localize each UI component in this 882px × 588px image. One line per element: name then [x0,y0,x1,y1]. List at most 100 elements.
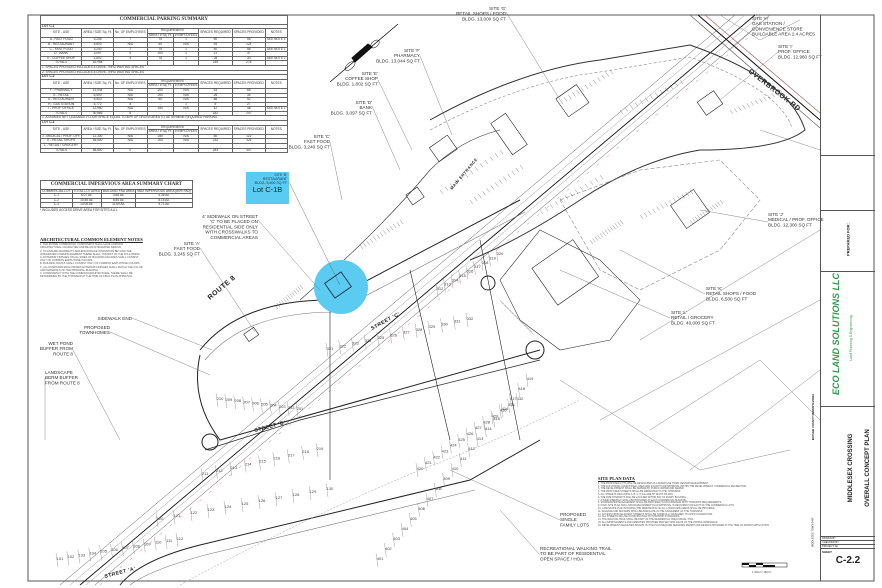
architectural-notes: ARCHITECTURAL COMMON ELEMENT NOTES 1. TH… [40,237,145,279]
lot-number: 212 [216,468,223,473]
lot-number: 313 [444,282,451,287]
lot-number: 122 [191,510,198,515]
site-plan-item: 7. A WIDE SIDEWALK SHALL BE PROVIDED AT … [598,498,688,502]
lot-number: 428 [483,419,490,424]
table-cell: - [172,147,200,154]
table-cell: SEE NOTE 1 [264,46,288,53]
site-b-highlight[interactable] [314,260,368,314]
county-label: BUTLER COUNTY PENNSYLVANIA [811,393,815,441]
lot-number: 106 [111,547,118,552]
site-plan-item: 12. ACCESS FROM ADJACENT STREETS SHALL B… [598,512,713,516]
lot-number: 424 [450,443,457,448]
site-k-label: RETAIL SHOPS / FOOD [706,291,757,296]
site-k-label: SITE 'K' [706,286,722,291]
table-cell: SEE NOTE 1 [264,37,288,43]
site-c-label: FAST FOOD [304,139,331,144]
site-b-leader [287,179,341,286]
company-block: ECO LAND SOLUTIONS LLC Land Planning & E… [821,271,875,407]
architectural-notes-title: ARCHITECTURAL COMMON ELEMENT NOTES [40,237,143,242]
lot-number: 317 [474,264,481,269]
site-plan-item: 6. THE FIRE HYDRANTS WILL BE LOCATED WIT… [598,495,687,499]
sidewalk-callout: RESIDENTIAL SIDE ONLY [203,224,258,229]
site-g-label: SITE 'G' [489,6,506,11]
lot-number: 325 [378,335,385,340]
company-tagline: Land Planning & Engineering [849,315,853,361]
table-cell: 13.06 Ac. [71,202,102,208]
lot-number: 202 [288,405,295,410]
table-cell: TOTALS [39,147,83,154]
impervious-area-chart: COMMERCIAL IMPERVIOUS AREA SUMMARY CHART… [40,180,193,213]
property-lines [559,14,821,471]
landscape-callout: FROM ROUTE 8 [45,380,80,385]
lot-number: 204 [270,403,277,408]
site-f-label: BLDG. 13,044 SQ FT [376,58,420,63]
site-d-label: BANK [359,105,372,110]
site-plan-data-title: SITE PLAN DATA [598,476,635,481]
site-g-label: BLDG. 13,000 SQ FT [462,16,506,21]
scale-label: 1 INCH = 150 FT [752,570,772,574]
trail-callout: RECREATIONAL WALKING TRAIL [540,546,612,551]
site-k-label: BLDG. 6,500 SQ FT [706,296,748,301]
single-family-callout: PROPOSED [560,512,587,517]
lot-number: 320 [497,251,504,256]
site-plan-item: 4. THE PROPOSED STREETS SHALL BE DEDICAT… [598,490,681,494]
site-d-label: SITE 'D' [355,100,372,105]
lot-number: 315 [459,273,466,278]
site-f-label: PHARMACY [394,53,420,58]
lot-number: 102 [68,554,75,559]
lot-number: 406 [418,506,425,511]
project-title: MIDDLESEX CROSSING [848,433,854,503]
lot-number: 417 [510,396,517,401]
street-b-label: STREET 'B' [254,420,287,434]
title-block: PREPARED FOR: ECO LAND SOLUTIONS LLC Lan… [811,15,875,581]
site-e-label: COFFEE SHOP [345,76,378,81]
lot-number: 205 [261,402,268,407]
lot-number: 409 [443,476,450,481]
site-i-label: PROF. OFFICE [778,49,810,54]
townhomes-callout: PROPOSED [84,325,111,330]
lot-number: 203 [279,404,286,409]
site-b-callout[interactable]: SITE 'B' RESTAURANT BLDG. 5,600 SQ FT Lo… [246,172,289,204]
site-plan-item: 5. ALL STREETS INCLUDING A, B, C, D & E … [598,492,674,496]
lot-number: 323 [352,341,359,346]
note-item: 3. CONSISTENCY WITH THE COMMON ARCHITECT… [40,272,133,279]
site-a-label: FAST FOOD [174,246,201,251]
lot-number: 216 [274,455,281,460]
site-a-label: SITE 'A' [184,241,200,246]
company-logo: ECO LAND SOLUTIONS LLC [831,273,841,395]
lot-number: 403 [393,536,400,541]
lot-number: 410 [452,466,459,471]
site-b-use: RESTAURANT [262,177,287,181]
site-b-lot: Lot C-1B [252,185,283,194]
site-plan-item: 1. THE PROPOSED LOTS WILL BE DEVELOPED A… [598,481,709,485]
table-cell: 9.71 Ac. [135,202,193,208]
table-cell: 11.69 Ac. [100,202,137,208]
site-f-label: SITE 'F' [404,48,420,53]
column-header: NOTES [264,78,288,89]
lot-numbers: 3123133143153163173183193204014024034044… [57,251,534,561]
lot-number: 105 [100,549,107,554]
lot-number: 426 [467,431,474,436]
column-header: No. OF EMPLOYEES [112,124,148,135]
lot-number: 401 [377,556,384,561]
lot-number: 326 [390,332,397,337]
lot-number: 129 [310,489,317,494]
site-plan-item: 3. THE DEVELOPMENT SHALL BE SERVED BY PU… [598,487,685,491]
sheet-label: SHEET [822,550,833,554]
site-plan-item: 8. STORMWATER MANAGEMENT SHALL BE PROVID… [598,501,722,505]
column-header: SITE - USE [39,28,83,39]
lot-number: 408 [435,486,442,491]
lot-number: 110 [155,540,162,545]
townhomes-callout: TOWNHOMES [79,330,110,335]
lot-number: 316 [467,269,474,274]
lot-number: 330 [441,321,448,326]
site-plan-item: 9. FINAL SITE PLAN AND LAND DEVELOPMENT … [598,504,735,508]
site-j-label: BLDG. 12,300 SQ FT [768,222,812,227]
lot-number: 430 [500,408,507,413]
landscape-callout: LANDSCAPE [45,370,73,375]
lot-number: 331 [454,319,461,324]
trail-callout: TO BE PART OF RESIDENTIAL [540,551,606,556]
site-i-label: SITE 'I' [778,44,793,49]
